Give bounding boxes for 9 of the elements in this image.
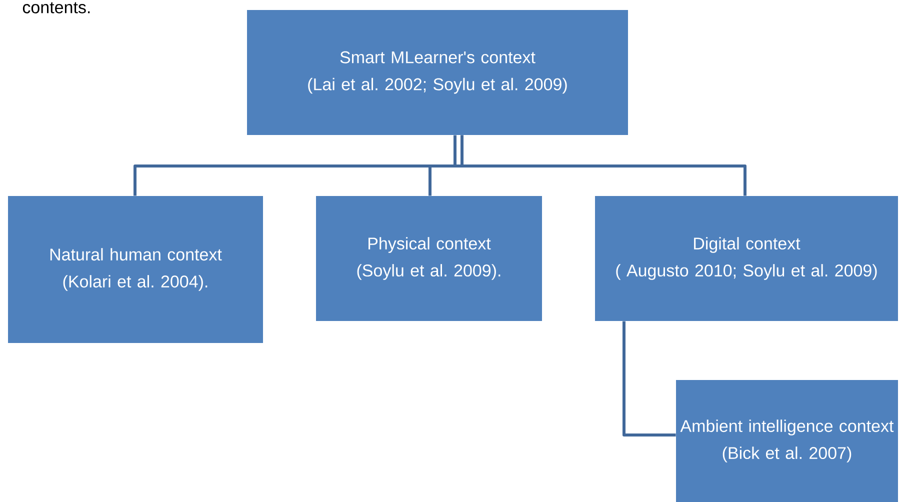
context-box: Ambient intelligence context (Bick et al. 2007) bbox=[676, 380, 898, 502]
context-box: Physical context (Soylu et al. 2009). bbox=[316, 196, 542, 321]
connector-line bbox=[622, 321, 676, 436]
connector-line bbox=[460, 135, 746, 196]
connector-line bbox=[134, 135, 456, 196]
context-box: Smart MLearner's context (Lai et al. 2002; Soylu et al. 2009) bbox=[247, 10, 628, 135]
caption-text: contents. bbox=[22, 2, 90, 14]
context-box: Digital context ( Augusto 2010; Soylu et al. 2009) bbox=[595, 196, 898, 321]
context-box: Natural human context (Kolari et al. 2004). bbox=[8, 196, 263, 343]
